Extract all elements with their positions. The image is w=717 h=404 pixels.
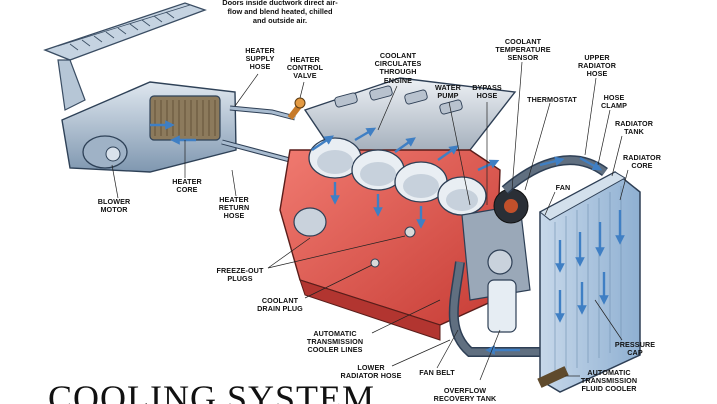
overflow-tank-shape [487,279,517,333]
hvac-description-note: Doors inside ductwork direct air- flow a… [222,0,338,25]
label-freeze-out-plugs: FREEZE-OUT PLUGS [216,266,264,284]
engine-head [303,77,517,163]
label-auto-trans-cooler-lines: AUTOMATIC TRANSMISSION COOLER LINES [306,329,364,355]
label-thermostat: THERMOSTAT [527,95,577,104]
radiator [537,171,641,393]
page-title: COOLING SYSTEM [48,378,376,404]
label-lower-radiator-hose: LOWER RADIATOR HOSE [340,363,402,381]
label-radiator-core: RADIATOR CORE [622,153,662,171]
label-bypass-hose: BYPASS HOSE [472,83,502,101]
hvac-duct [43,2,237,173]
label-heater-core: HEATER CORE [172,177,202,195]
label-heater-supply-hose: HEATER SUPPLY HOSE [245,46,275,72]
label-coolant-circulates: COOLANT CIRCULATES THROUGH ENGINE [374,51,422,85]
label-pressure-cap: PRESSURE CAP [614,340,656,358]
label-hose-clamp: HOSE CLAMP [600,93,628,111]
leader-lines [111,61,629,381]
label-auto-trans-fluid-cooler: AUTOMATIC TRANSMISSION FLUID COOLER [580,368,638,394]
label-fan: FAN [555,183,571,192]
water-pump [461,188,531,301]
label-coolant-temperature-sensor: COOLANT TEMPERATURE SENSOR [495,37,551,63]
label-heater-control-valve: HEATER CONTROL VALVE [286,55,324,81]
label-water-pump: WATER PUMP [435,83,461,101]
label-fan-belt: FAN BELT [419,368,455,377]
coolant-flow-arrows [150,120,625,355]
label-heater-return-hose: HEATER RETURN HOSE [218,195,250,221]
label-upper-radiator-hose: UPPER RADIATOR HOSE [577,53,617,79]
label-blower-motor: BLOWER MOTOR [97,197,131,215]
label-coolant-drain-plug: COOLANT DRAIN PLUG [257,296,303,314]
label-overflow-recovery-tank: OVERFLOW RECOVERY TANK [433,386,497,404]
label-radiator-tank: RADIATOR TANK [614,119,654,137]
